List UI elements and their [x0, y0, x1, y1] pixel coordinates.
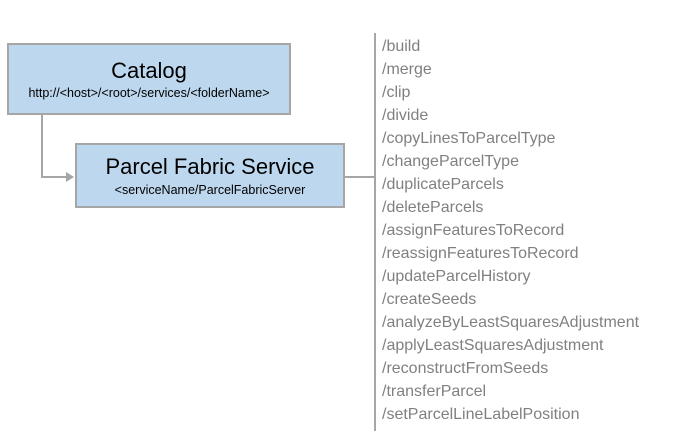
arrowhead-right-icon — [66, 172, 74, 182]
service-title: Parcel Fabric Service — [105, 154, 315, 180]
endpoint-item: /applyLeastSquaresAdjustment — [382, 337, 604, 354]
connector-service-to-list-line — [345, 176, 374, 178]
endpoint-list: /build/merge/clip/divide/copyLinesToParc… — [382, 35, 639, 426]
endpoint-item: /reassignFeaturesToRecord — [382, 245, 579, 262]
endpoint-item: /setParcelLineLabelPosition — [382, 406, 580, 423]
endpoint-item: /clip — [382, 84, 411, 101]
service-name-subtitle: <serviceName/ParcelFabricServer — [114, 182, 306, 197]
endpoint-item: /reconstructFromSeeds — [382, 360, 549, 377]
endpoint-item: /duplicateParcels — [382, 176, 504, 193]
endpoint-item: /copyLinesToParcelType — [382, 130, 556, 147]
connector-vertical-line — [41, 115, 43, 178]
catalog-url-subtitle: http://<host>/<root>/services/<folderNam… — [28, 86, 270, 101]
endpoint-item: /transferParcel — [382, 383, 487, 400]
endpoint-item: /changeParcelType — [382, 153, 519, 170]
endpoint-item: /divide — [382, 107, 429, 124]
endpoint-item: /updateParcelHistory — [382, 268, 531, 285]
parcel-fabric-service-node: Parcel Fabric Service <serviceName/Parce… — [75, 143, 345, 208]
endpoint-list-separator-line — [374, 33, 376, 431]
catalog-title: Catalog — [111, 57, 187, 83]
endpoint-item: /assignFeaturesToRecord — [382, 222, 565, 239]
endpoint-item: /createSeeds — [382, 291, 477, 308]
endpoint-item: /merge — [382, 61, 432, 78]
connector-elbow-line — [41, 176, 67, 178]
endpoint-item: /analyzeByLeastSquaresAdjustment — [382, 314, 640, 331]
catalog-node: Catalog http://<host>/<root>/services/<f… — [7, 43, 291, 115]
endpoint-item: /build — [382, 38, 421, 55]
endpoint-item: /deleteParcels — [382, 199, 484, 216]
